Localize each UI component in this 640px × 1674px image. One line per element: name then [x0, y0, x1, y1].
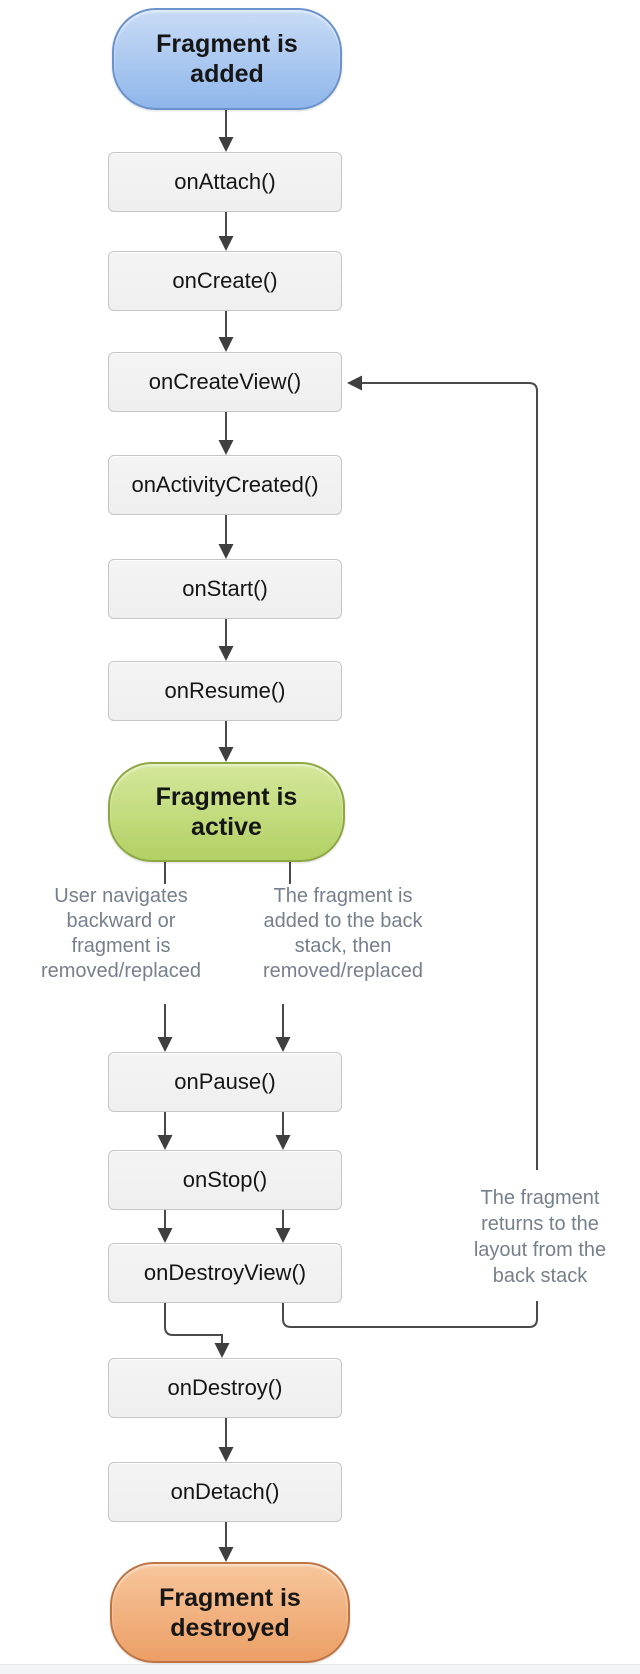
arrow-onattach-to-oncreate [218, 212, 234, 251]
arrow-note-right-to-onpause [275, 1004, 291, 1052]
arrow-onresume-to-active [218, 721, 234, 762]
note-added-to-back-stack: The fragment is added to the back stack,… [262, 885, 424, 982]
note-returns-from-back-stack: The fragment returns to the layout from … [473, 1187, 607, 1287]
arrow-onstart-to-onresume [218, 619, 234, 661]
node-ondestroyview: onDestroyView() [108, 1243, 342, 1303]
node-onstop: onStop() [108, 1150, 342, 1210]
arrow-note-left-to-onpause [157, 1004, 173, 1052]
arrow-ondestroy-to-ondetach [218, 1418, 234, 1462]
arrow-ondetach-to-destroyed [218, 1522, 234, 1562]
node-fragment-destroyed: Fragment is destroyed [110, 1562, 350, 1663]
node-onstart: onStart() [108, 559, 342, 619]
node-onpause: onPause() [108, 1052, 342, 1112]
node-onattach: onAttach() [108, 152, 342, 212]
node-ondestroy: onDestroy() [108, 1358, 342, 1418]
node-onactivitycreated: onActivityCreated() [108, 455, 342, 515]
arrow-onactivitycreated-to-onstart [218, 515, 234, 559]
arrow-onpause-to-onstop-right [275, 1112, 291, 1150]
elbow-ondestroyview-to-ondestroy [164, 1303, 230, 1358]
arrow-oncreateview-to-onactivitycreated [218, 412, 234, 455]
node-oncreateview: onCreateView() [108, 352, 342, 412]
node-fragment-active: Fragment is active [108, 762, 345, 862]
arrow-onstop-to-ondestroyview-left [157, 1210, 173, 1243]
arrow-added-to-onattach [218, 110, 234, 152]
arrow-oncreate-to-oncreateview [218, 311, 234, 352]
arrow-onstop-to-ondestroyview-right [275, 1210, 291, 1243]
arrow-onpause-to-onstop-left [157, 1112, 173, 1150]
note-user-navigates-backward: User navigates backward or fragment is r… [40, 885, 202, 982]
node-onresume: onResume() [108, 661, 342, 721]
node-oncreate: onCreate() [108, 251, 342, 311]
node-fragment-added: Fragment is added [112, 8, 342, 110]
node-ondetach: onDetach() [108, 1462, 342, 1522]
bottom-edge-strip [0, 1664, 640, 1674]
